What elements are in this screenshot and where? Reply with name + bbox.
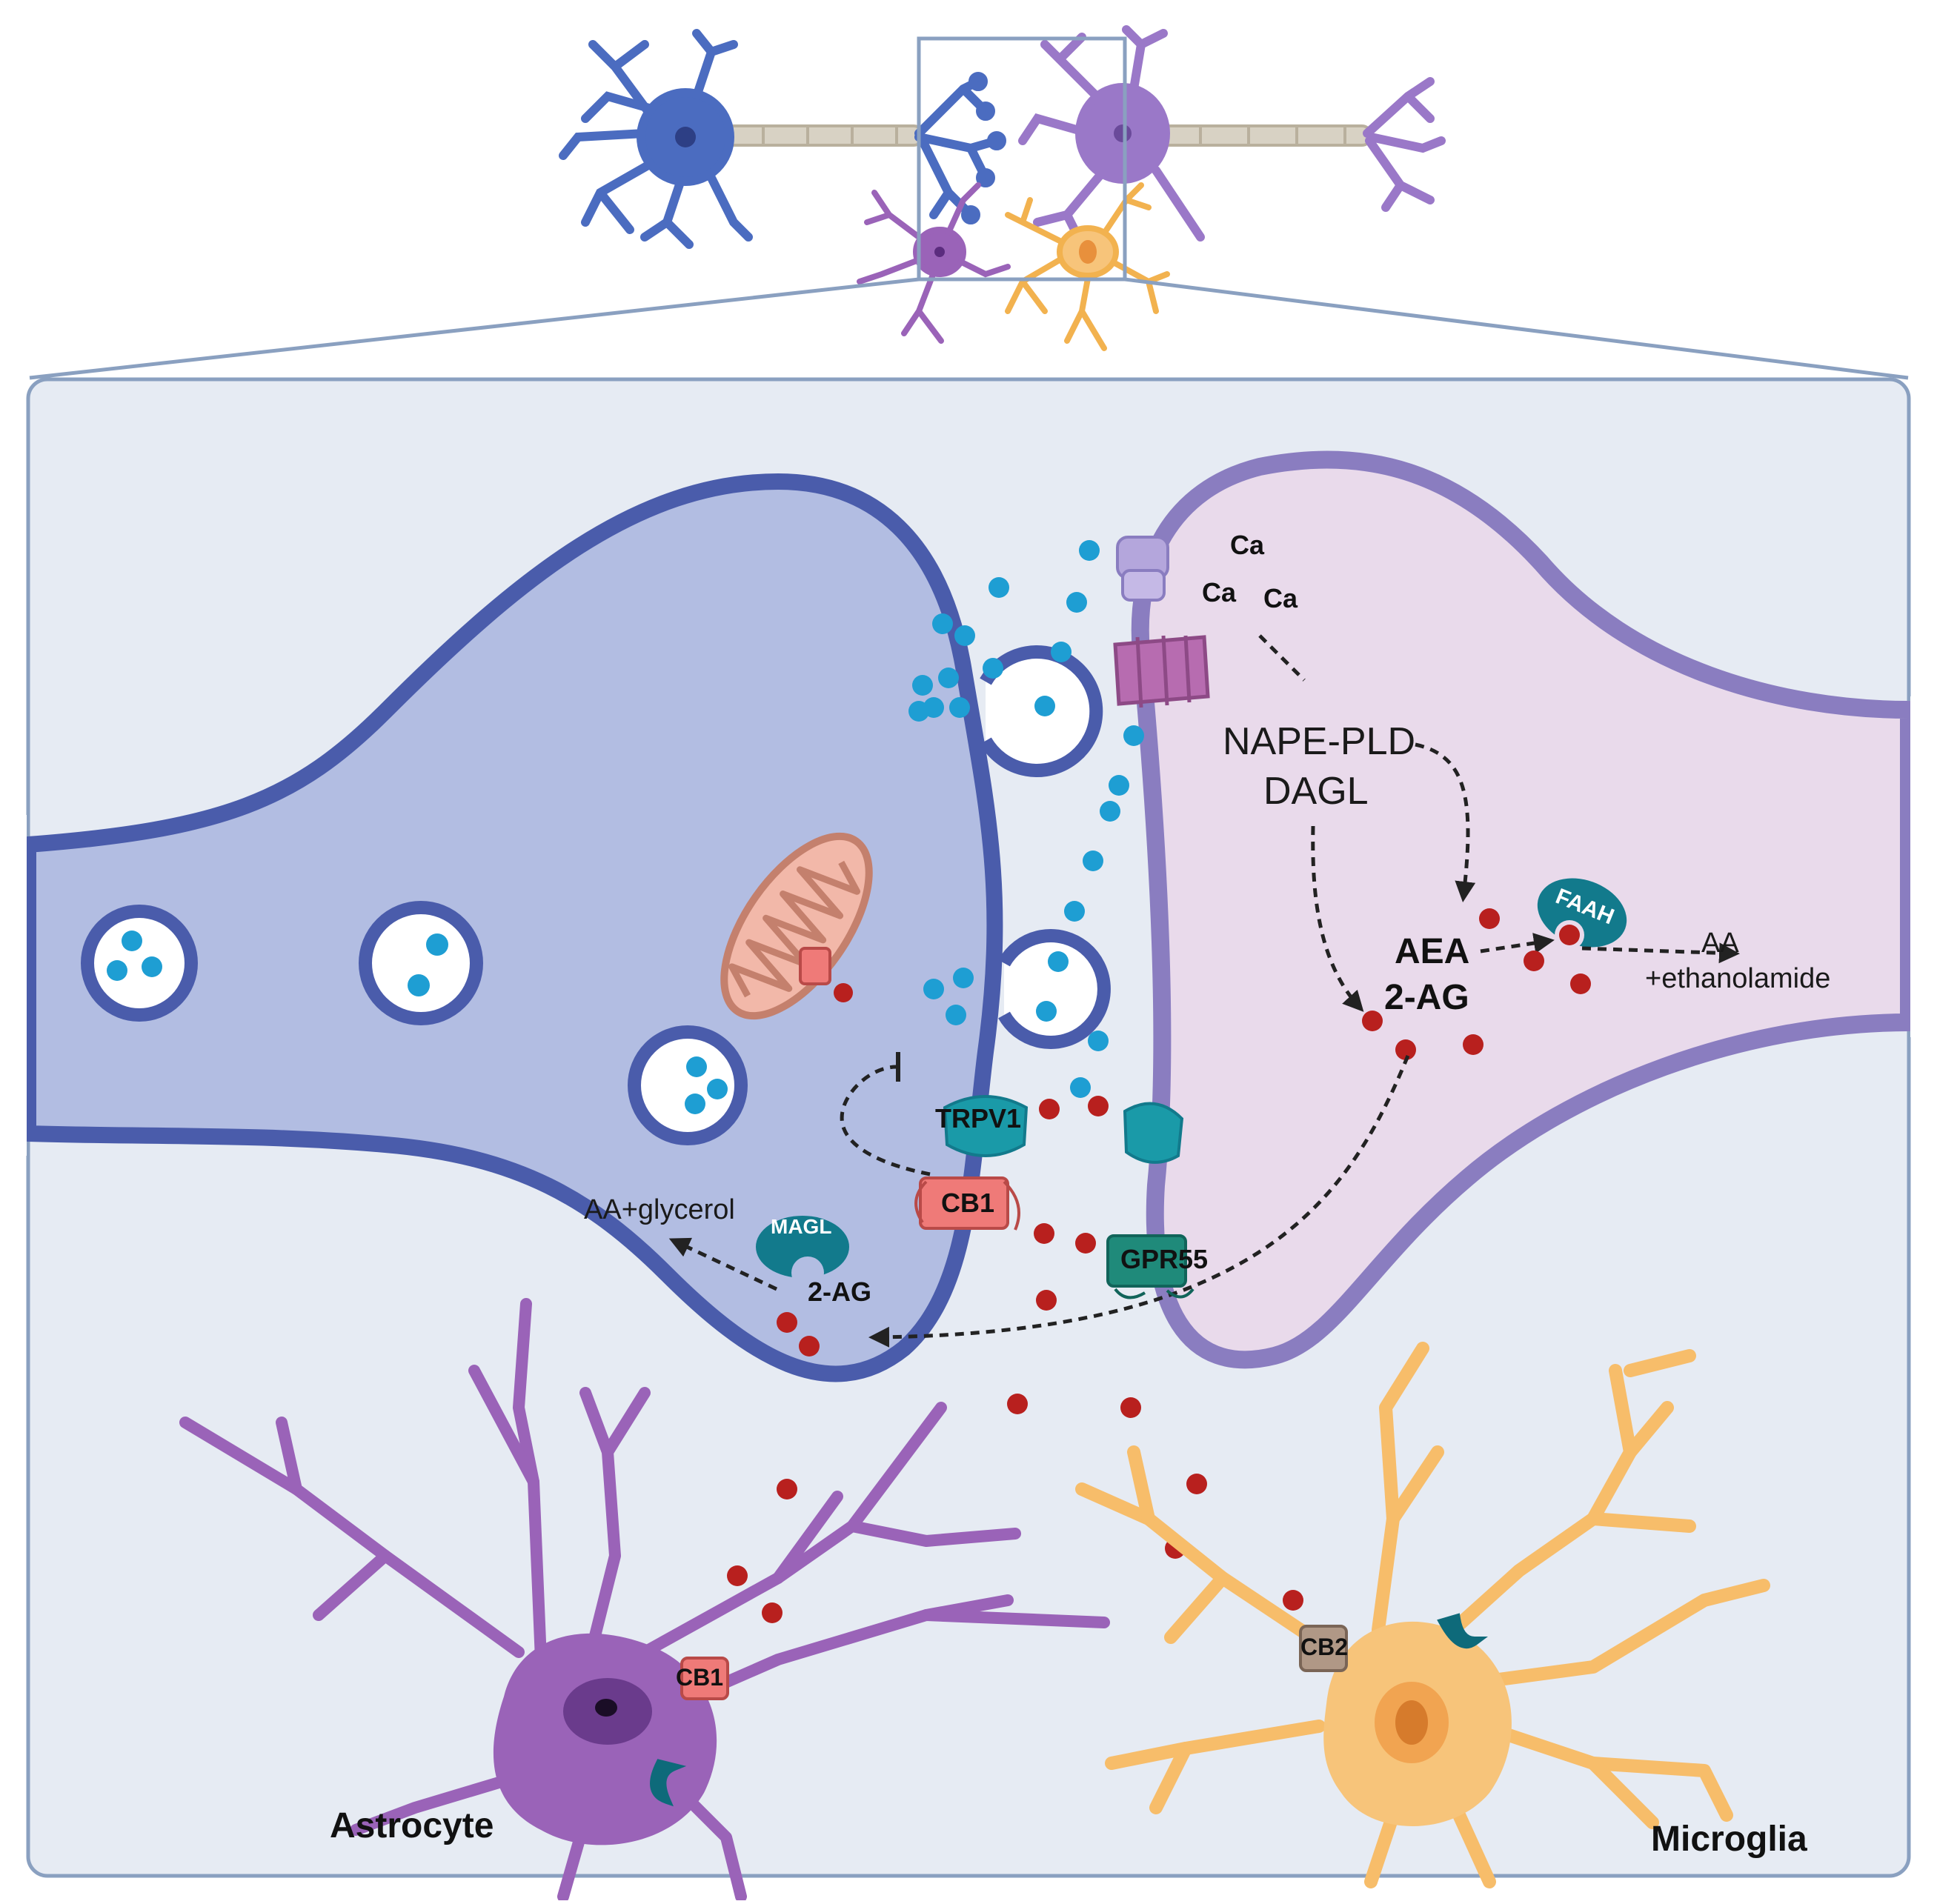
neurotransmitter-molecules <box>932 540 1144 1098</box>
zoom-line-left <box>29 277 920 380</box>
aea-to-faah-arrow <box>1480 933 1555 953</box>
nape-to-aea-arrow <box>1415 742 1476 902</box>
vesicle-icon <box>81 905 198 1022</box>
mitochondrion-icon <box>720 832 873 1020</box>
ca-to-enzyme-arrow <box>1258 634 1306 682</box>
vesicle-icon <box>359 901 483 1025</box>
mitochondrial-cb1-icon <box>799 947 853 1002</box>
trpv1-channel-postsynaptic-icon <box>1123 1102 1184 1164</box>
cb1-inhibition-arrow <box>840 1065 931 1176</box>
trpv1-label: TRPV1 <box>935 1103 1021 1134</box>
cb2-receptor-icon <box>1299 1625 1348 1672</box>
2ag-presynaptic-label: 2-AG <box>808 1276 871 1307</box>
ion-channel-icon <box>1116 536 1169 602</box>
small-microglia-icon <box>1005 182 1170 351</box>
faah-to-products-arrow <box>1581 942 1740 964</box>
magl-to-products-arrow <box>668 1237 778 1291</box>
gpr55-label: GPR55 <box>1120 1244 1208 1274</box>
zoom-line-right <box>1124 277 1909 380</box>
magl-label: MAGL <box>771 1215 831 1238</box>
dagl-to-2ag-arrow <box>1311 825 1364 1012</box>
endocannabinoid-molecules <box>727 908 1591 1623</box>
glutamate-receptor-icon <box>1113 635 1210 708</box>
microglia-label: Microglia <box>1651 1820 1807 1859</box>
2ag-postsynaptic-label: 2-AG <box>1384 978 1469 1017</box>
small-astrocyte-icon <box>857 182 1011 344</box>
astrocyte-label: Astrocyte <box>330 1806 494 1845</box>
vesicle-icon <box>628 1025 748 1145</box>
aea-label: AEA <box>1395 932 1469 971</box>
cb1-label: CB1 <box>941 1188 994 1218</box>
postsynaptic-terminal <box>1131 450 1918 1369</box>
overview-neurons <box>29 25 1909 380</box>
dagl-label: DAGL <box>1263 770 1369 813</box>
trpv1-receptor-icon <box>943 1095 1029 1157</box>
zoom-box <box>917 36 1127 282</box>
vesicle-icon <box>923 929 1111 1049</box>
retrograde-signaling-arrow <box>868 1055 1410 1348</box>
cb2-label: CB2 <box>1300 1634 1348 1660</box>
astrocyte-cb1-label: CB1 <box>676 1664 723 1691</box>
presynaptic-terminal <box>20 473 1003 1382</box>
cb1-receptor-icon <box>914 1176 1020 1231</box>
calcium-label-3: Ca <box>1263 583 1298 613</box>
calcium-label-2: Ca <box>1202 577 1237 608</box>
microglia-cell: CB2 <box>1075 1342 1770 1888</box>
gpr55-receptor-icon <box>1106 1234 1195 1299</box>
myelinated-axon-left <box>721 124 924 147</box>
aa-product-label: AA <box>1701 928 1739 959</box>
myelinated-axon-right <box>1154 124 1372 147</box>
nape-pld-label: NAPE-PLD <box>1223 720 1415 763</box>
calcium-label-1: Ca <box>1230 530 1265 560</box>
aa-glycerol-label: AA+glycerol <box>584 1194 735 1225</box>
blue-neuron-icon <box>559 29 1006 249</box>
magl-enzyme-icon <box>756 1216 849 1289</box>
astrocyte-cb1-receptor-icon <box>680 1657 729 1700</box>
ethanolamide-label: +ethanolamide <box>1645 963 1830 994</box>
synaptic-vesicles <box>81 645 1111 1145</box>
astrocyte-cell: CB1 <box>179 1298 1110 1903</box>
